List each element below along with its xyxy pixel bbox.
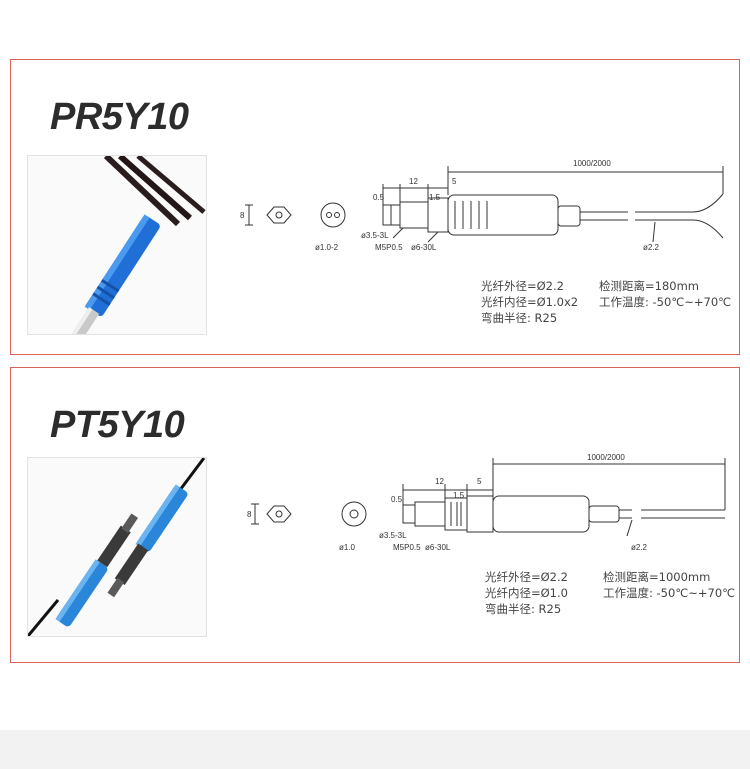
cable-diameter-label: ø2.2	[643, 243, 660, 252]
spec-operating-temp: 工作温度: -50℃~+70℃	[599, 295, 732, 309]
body-label: ø6-30L	[425, 543, 451, 552]
spec-detection-distance: 检测距离=1000mm	[603, 570, 711, 584]
hole-diameter-label: ø1.0	[339, 543, 356, 552]
spec-inner-diameter: 光纤内径=Ø1.0x2	[481, 295, 579, 309]
product-photo-pt5y10	[27, 457, 207, 637]
product-panel-pr5y10: PR5Y10	[10, 59, 740, 355]
product-title: PT5Y10	[50, 404, 185, 446]
dim-1-5-label: 1.5	[453, 491, 465, 500]
hole-diameter-label: ø1.0-2	[315, 243, 339, 252]
dim-5-label: 5	[452, 177, 457, 186]
technical-drawing-pr5y10: 1000/2000 5 12 0.5 1.5 8 ø1.0-2 ø3.5-3L …	[223, 150, 738, 260]
spec-inner-diameter: 光纤内径=Ø1.0	[485, 586, 568, 600]
spec-outer-diameter: 光纤外径=Ø2.2	[481, 279, 564, 293]
footer-strip	[0, 730, 750, 769]
spec-operating-temp: 工作温度: -50℃~+70℃	[603, 586, 736, 600]
cable-diameter-label: ø2.2	[631, 543, 648, 552]
technical-drawing-pt5y10: 1000/2000 5 12 0.5 1.5 8 ø1.0 ø3.5-3L M5…	[247, 453, 737, 564]
product-title: PR5Y10	[50, 96, 189, 138]
dim-0-5-label: 0.5	[373, 193, 385, 202]
spec-outer-diameter: 光纤外径=Ø2.2	[485, 570, 568, 584]
dim-0-5-label: 0.5	[391, 495, 403, 504]
dim-8-label: 8	[247, 510, 252, 519]
dim-8-label: 8	[240, 211, 245, 220]
dim-12-label: 12	[409, 177, 418, 186]
spec-bend-radius: 弯曲半径: R25	[485, 602, 562, 616]
dim-5-label: 5	[477, 477, 482, 486]
thread-label: M5P0.5	[375, 243, 403, 252]
dim-12-label: 12	[435, 477, 444, 486]
cable-length-label: 1000/2000	[573, 159, 611, 168]
lock-label: ø3.5-3L	[361, 231, 389, 240]
product-panel-pt5y10: PT5Y10	[10, 367, 740, 663]
spec-bend-radius: 弯曲半径: R25	[481, 311, 558, 325]
cable-length-label: 1000/2000	[587, 454, 625, 462]
lock-label: ø3.5-3L	[379, 531, 407, 540]
dim-1-5-label: 1.5	[429, 193, 441, 202]
product-photo-pr5y10	[27, 155, 207, 335]
thread-label: M5P0.5	[393, 543, 421, 552]
body-label: ø6-30L	[411, 243, 437, 252]
spec-detection-distance: 检测距离=180mm	[599, 279, 699, 293]
